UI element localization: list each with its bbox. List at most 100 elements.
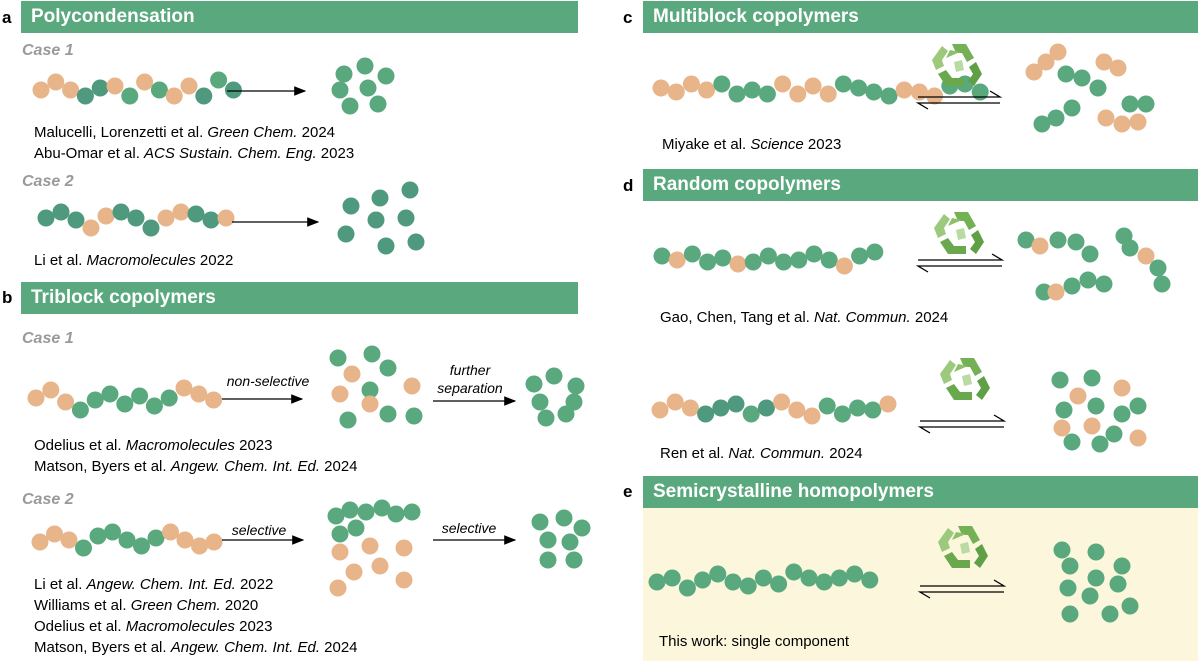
product-d1 (1153, 275, 1171, 293)
residue-b2 (345, 563, 363, 581)
product-d2 (1069, 387, 1087, 405)
monomer-a1 (356, 57, 374, 75)
ref-b2-4: Matson, Byers et al. Angew. Chem. Int. E… (34, 639, 358, 656)
chain-a2-bead (127, 209, 145, 227)
mixture-b1 (361, 395, 379, 413)
chain-e-bead (648, 573, 666, 591)
product-d1 (1049, 231, 1067, 249)
chain-d2-bead (727, 395, 745, 413)
monomer-b2 (539, 531, 557, 549)
mixture-b1 (329, 349, 347, 367)
chain-d2-bead (803, 407, 821, 425)
ref-b2-2: Williams et al. Green Chem. 2020 (34, 597, 259, 614)
banner-polycondensation: Polycondensation (21, 1, 578, 33)
chain-b1-bead (101, 385, 119, 403)
monomer-a2 (371, 189, 389, 207)
ref-b2-3: Odelius et al. Macromolecules 2023 (34, 618, 273, 635)
monomer-e (1113, 557, 1131, 575)
chain-d2-bead (864, 401, 882, 419)
chain-b1-bead (86, 391, 104, 409)
monomer-b1 (557, 405, 575, 423)
chain-b2-bead (46, 525, 63, 543)
product-d2 (1055, 401, 1073, 419)
chain-d2-bead (697, 405, 715, 423)
product-d2 (1105, 425, 1123, 443)
monomer-e (1061, 557, 1079, 575)
chain-c-bead (667, 83, 685, 101)
chain-a2-bead (202, 211, 220, 229)
case-label-b1: Case 1 (22, 330, 74, 347)
chain-d1-bead (835, 257, 853, 275)
banner-multiblock: Multiblock copolymers (643, 1, 1198, 33)
ref-b2-1: Li et al. Angew. Chem. Int. Ed. 2022 (34, 576, 274, 593)
monomer-b1 (531, 393, 549, 411)
product-d1 (1095, 275, 1113, 293)
product-d1 (1149, 259, 1167, 277)
chain-d1-bead (775, 253, 793, 271)
monomer-e (1087, 569, 1105, 587)
product-c (1089, 79, 1107, 97)
arrow-label-selective-1: selective (231, 522, 287, 538)
chain-a2-bead (67, 211, 85, 229)
chain-b1-bead (175, 379, 193, 397)
monomer-b1 (525, 375, 543, 393)
monomer-a2 (401, 181, 419, 199)
chain-a2-bead (112, 203, 130, 221)
product-d2 (1063, 433, 1081, 451)
chain-d1-bead (759, 247, 777, 265)
chain-d2-bead (757, 399, 775, 417)
product-c (1137, 95, 1155, 113)
product-d1 (1031, 237, 1049, 255)
chain-e-bead (846, 565, 864, 583)
ref-c-1: Miyake et al. Science 2023 (662, 136, 842, 153)
monomer-a1 (369, 95, 387, 113)
equilibrium-arrow-e (917, 579, 1007, 599)
chain-b1-bead (131, 387, 149, 405)
ref-d-1: Gao, Chen, Tang et al. Nat. Commun. 2024 (660, 309, 949, 326)
chain-a2-bead (97, 207, 115, 225)
chain-a1-bead (224, 81, 242, 99)
chain-d1-bead (699, 253, 717, 271)
chain-a2-bead (217, 209, 235, 227)
monomer-b1 (545, 367, 563, 385)
banner-semicrystalline: Semicrystalline homopolymers (643, 476, 1198, 508)
product-d1 (1047, 283, 1065, 301)
chain-d2-bead (849, 399, 867, 417)
chain-a1-bead (121, 87, 139, 105)
residue-b2 (395, 539, 413, 557)
monomer-b2 (555, 509, 573, 527)
chain-c-bead (865, 83, 883, 101)
this-work-note: This work: single component (659, 633, 850, 650)
product-c (1073, 69, 1091, 87)
chain-a2-bead (82, 219, 100, 237)
chain-b2-bead (118, 531, 136, 549)
chain-a1-bead (180, 77, 198, 95)
chain-d1-bead (866, 243, 884, 261)
chain-b1-bead (145, 397, 163, 415)
product-d1 (1017, 231, 1035, 249)
chain-d2-bead (651, 401, 669, 419)
monomer-a1 (331, 81, 349, 99)
residue-b2 (371, 557, 389, 575)
polymer-b2 (373, 499, 391, 517)
chain-d2-bead (666, 393, 684, 411)
product-d1 (1079, 271, 1097, 289)
monomer-a1 (377, 67, 395, 85)
chain-c-bead (910, 83, 928, 101)
equilibrium-arrow-c (915, 90, 1003, 110)
chain-d1-bead (805, 245, 823, 263)
monomer-a2 (407, 233, 425, 251)
arrow-label-non-selective: non-selective (226, 373, 310, 389)
chain-d1-bead (683, 245, 701, 263)
chain-a1-bead (76, 87, 94, 105)
polymer-b2 (341, 501, 359, 519)
chain-b1-bead (116, 395, 134, 413)
equilibrium-arrow-d1 (915, 253, 1005, 273)
chain-a1-bead (165, 87, 183, 105)
mixture-b1 (379, 405, 397, 423)
chain-a1-bead (150, 81, 168, 99)
recycle-icon (934, 212, 984, 254)
arrow-label-separation: separation (437, 380, 503, 396)
chain-d1-bead (851, 247, 869, 265)
